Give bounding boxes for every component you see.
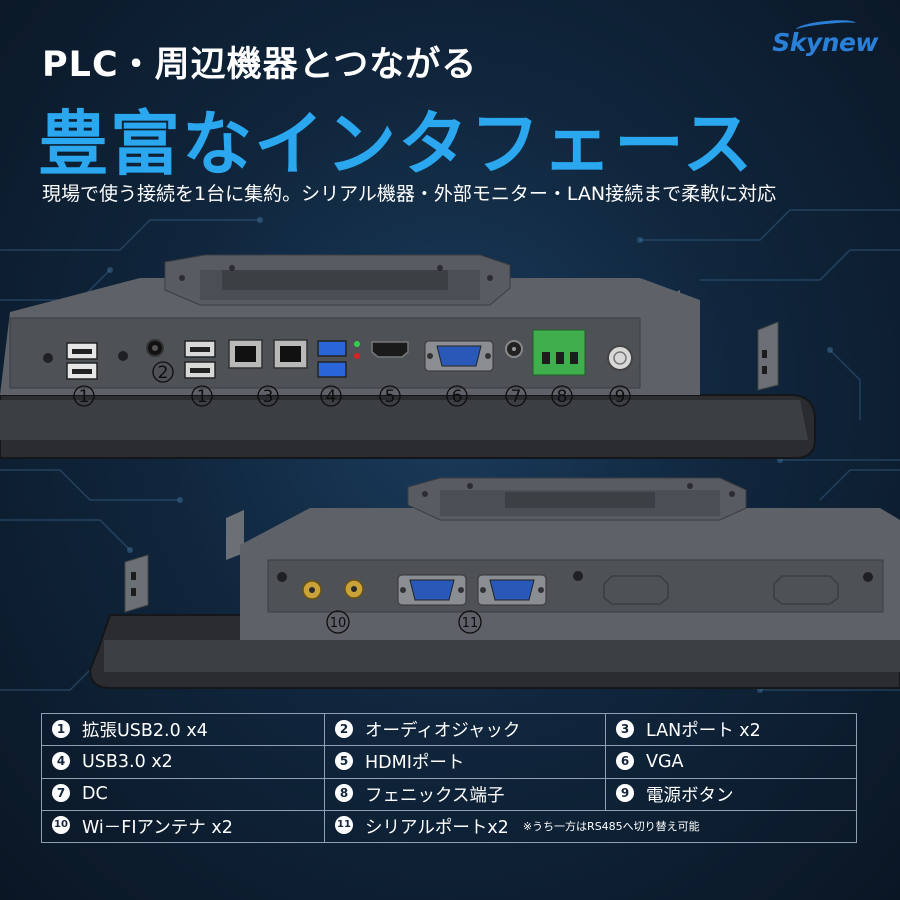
port-number-usb2-b: 1	[197, 387, 208, 407]
spec-number-badge: 6	[616, 751, 634, 770]
spec-label: LANポート x2	[646, 721, 761, 742]
spec-label: 拡張USB2.0 x4	[82, 721, 208, 742]
port-number-dc: 7	[511, 387, 522, 407]
spec-number-badge: 4	[52, 751, 70, 770]
device-top-view: 1 2 1 3 4 5 6 7 8 9	[0, 254, 816, 459]
spec-label: DC	[82, 784, 108, 805]
spec-cell: 8 フェニックス端子	[324, 777, 606, 811]
spec-cell: 2 オーディオジャック	[324, 712, 606, 747]
spec-label: Wi－FIアンテナ x2	[82, 817, 233, 838]
port-number-power: 9	[615, 387, 626, 407]
spec-row: 1 拡張USB2.0 x4 2 オーディオジャック 3 LANポート x2	[41, 712, 857, 747]
spec-number-badge: 8	[335, 784, 353, 803]
brand-logo: Skynew	[772, 28, 878, 57]
port-number-hdmi: 5	[385, 387, 396, 407]
spec-number-badge: 10	[52, 816, 70, 835]
spec-cell: 4 USB3.0 x2	[41, 745, 325, 779]
hero-subtitle: 現場で使う接続を1台に集約。シリアル機器・外部モニター・LAN接続まで柔軟に対応	[42, 183, 777, 205]
spec-cell: 1 拡張USB2.0 x4	[41, 712, 325, 747]
spec-cell: 11 シリアルポートx2 ※うち一方はRS485へ切り替え可能	[324, 809, 857, 844]
hero-headline: 豊富なインタフェース	[38, 103, 755, 185]
port-number-serial: 11	[462, 616, 479, 631]
interface-spec-table: 1 拡張USB2.0 x4 2 オーディオジャック 3 LANポート x2 4 USB3…	[41, 712, 857, 844]
hero-kicker: PLC・周辺機器とつながる	[42, 45, 478, 85]
spec-label: HDMIポート	[365, 753, 465, 774]
spec-label: 電源ボタン	[646, 785, 734, 806]
spec-number-badge: 7	[52, 784, 70, 803]
spec-number-badge: 11	[335, 816, 353, 835]
port-number-lan: 3	[263, 387, 274, 407]
port-number-phoenix: 8	[557, 387, 568, 407]
spec-cell: 6 VGA	[605, 745, 857, 779]
spec-label: シリアルポートx2	[365, 817, 509, 838]
spec-label: VGA	[646, 751, 684, 772]
spec-row: 10 Wi－FIアンテナ x2 11 シリアルポートx2 ※うち一方はRS485へ切り…	[41, 809, 857, 844]
spec-row: 7 DC 8 フェニックス端子 9 電源ボタン	[41, 777, 857, 811]
spec-cell: 9 電源ボタン	[605, 777, 857, 811]
port-number-wifi: 10	[330, 616, 347, 631]
port-number-usb3: 4	[326, 387, 337, 407]
device-bottom-view: 10 11	[88, 477, 900, 689]
spec-cell: 7 DC	[41, 777, 325, 811]
spec-cell: 5 HDMIポート	[324, 745, 606, 779]
spec-number-badge: 1	[52, 719, 70, 738]
top-port-number-labels: 1 2 1 3 4 5 6 7 8 9	[79, 363, 626, 407]
spec-label: フェニックス端子	[365, 785, 505, 806]
spec-number-badge: 3	[616, 719, 634, 738]
spec-number-badge: 9	[616, 784, 634, 803]
port-number-usb2-a: 1	[79, 387, 90, 407]
spec-row: 4 USB3.0 x2 5 HDMIポート 6 VGA	[41, 745, 857, 779]
spec-label: オーディオジャック	[365, 721, 521, 742]
spec-cell: 3 LANポート x2	[605, 712, 857, 747]
spec-number-badge: 5	[335, 751, 353, 770]
port-number-vga: 6	[452, 387, 463, 407]
spec-cell: 10 Wi－FIアンテナ x2	[41, 809, 325, 844]
spec-note: ※うち一方はRS485へ切り替え可能	[522, 820, 700, 834]
spec-number-badge: 2	[335, 719, 353, 738]
spec-label: USB3.0 x2	[82, 751, 173, 772]
port-number-audio: 2	[158, 363, 169, 383]
